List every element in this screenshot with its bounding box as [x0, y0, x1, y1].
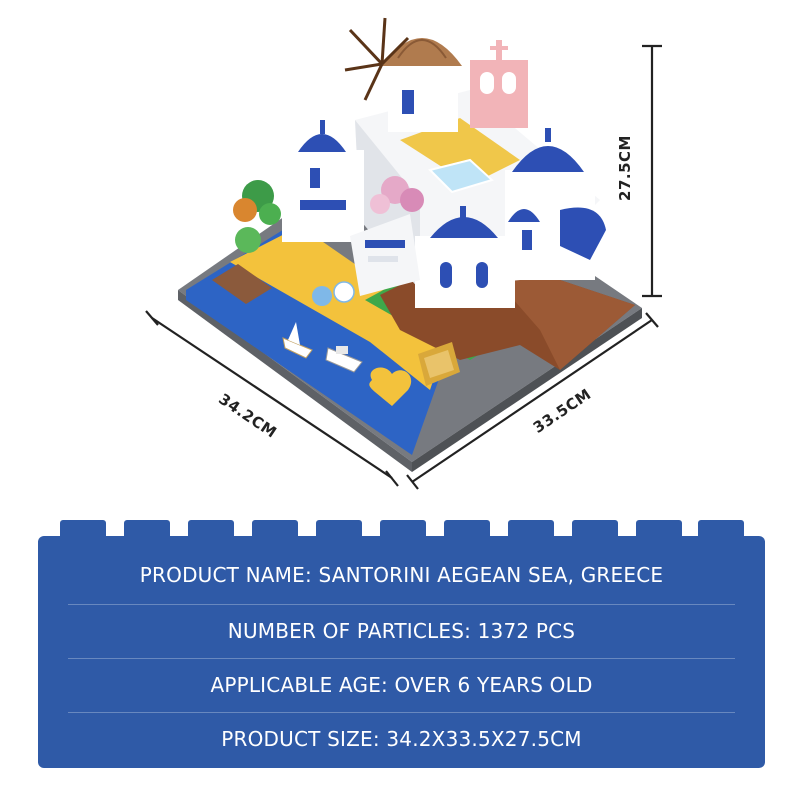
particle-count-row: NUMBER OF PARTICLES: 1372 PCS — [227, 619, 576, 643]
product-info-panel: PRODUCT NAME: SANTORINI AEGEAN SEA, GREE… — [38, 520, 765, 768]
product-name-row: PRODUCT NAME: SANTORINI AEGEAN SEA, GREE… — [139, 563, 664, 587]
blue-dome-church-center — [415, 206, 515, 308]
depth-dimension-label: 33.5CM — [530, 385, 595, 437]
height-dimension-line — [642, 44, 662, 298]
width-dimension-line — [145, 310, 399, 487]
beach-umbrellas — [312, 281, 355, 306]
product-size-row: PRODUCT SIZE: 34.2X33.5X27.5CM — [221, 727, 582, 751]
motorboat — [325, 346, 363, 373]
row-divider — [68, 712, 735, 713]
height-dimension-label: 27.5CM — [616, 135, 634, 201]
trees-and-flowers — [233, 176, 424, 253]
windmill — [344, 17, 462, 132]
nameplate-tile — [418, 342, 460, 386]
sailboat — [282, 322, 313, 359]
applicable-age-row: APPLICABLE AGE: OVER 6 YEARS OLD — [210, 673, 593, 697]
info-panel-body: PRODUCT NAME: SANTORINI AEGEAN SEA, GREE… — [38, 536, 765, 768]
blue-dome-church-right — [505, 128, 606, 280]
rooftop-pool — [428, 158, 494, 194]
blue-dome-church-left — [282, 120, 364, 242]
heart-pond — [369, 367, 412, 406]
sand-beach — [230, 226, 450, 390]
santorini-buildings — [233, 17, 606, 308]
row-divider — [68, 604, 735, 605]
pink-bell-tower — [470, 40, 528, 128]
white-stairway-house — [350, 214, 420, 296]
depth-dimension-line — [406, 312, 659, 490]
wooden-dock — [212, 264, 272, 304]
row-divider — [68, 658, 735, 659]
